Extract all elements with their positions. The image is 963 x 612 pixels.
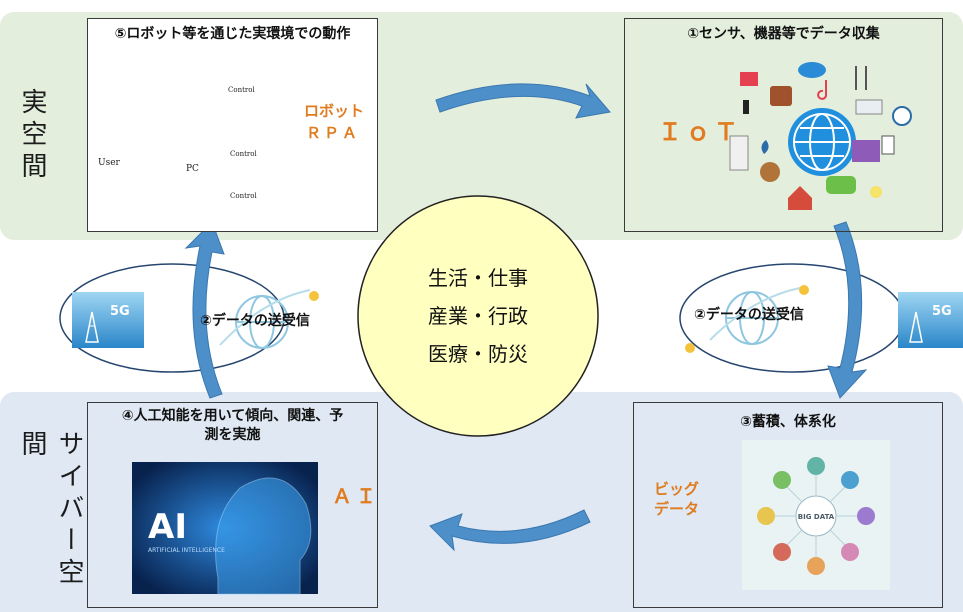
cyber-space-label: サイバー空間 bbox=[17, 430, 84, 590]
robot-label: ロボット bbox=[304, 102, 365, 120]
iot-label: ＩｏＴ bbox=[658, 118, 742, 146]
step5-box: ⑤ロボット等を通じた実環境での動作 bbox=[87, 18, 378, 232]
robot-user-label: User bbox=[98, 158, 120, 168]
ai-image-subtext: ARTIFICIAL INTELLIGENCE bbox=[148, 547, 225, 554]
right-5g-label: 5G bbox=[932, 304, 952, 319]
left-globe-icon bbox=[219, 289, 311, 349]
right-globe-icon bbox=[709, 287, 801, 345]
robot-control-label-2: Control bbox=[230, 150, 257, 158]
iot-illustration bbox=[729, 62, 912, 210]
left-signal-ellipse bbox=[59, 263, 285, 373]
robot-control-label-1: Control bbox=[228, 86, 255, 94]
ai-illustration: AI ARTIFICIAL INTELLIGENCE bbox=[132, 462, 318, 595]
left-5g-icon bbox=[72, 292, 144, 348]
step1-box: ①センサ、機器等でデータ収集 bbox=[624, 18, 943, 232]
center-line-1: 生活・仕事 bbox=[428, 266, 528, 290]
big-data-center-text: BIG DATA bbox=[798, 513, 835, 521]
left-5g-label: 5G bbox=[110, 304, 130, 319]
bigdata-label-line2: データ bbox=[654, 500, 700, 518]
center-line-3: 医療・防災 bbox=[428, 342, 528, 366]
arrow-right bbox=[827, 221, 868, 399]
arrow-bottom bbox=[429, 509, 591, 552]
big-data-illustration: BIG DATA bbox=[742, 440, 890, 590]
step5-title: ⑤ロボット等を通じた実環境での動作 bbox=[114, 26, 351, 42]
robot-pc-label: PC bbox=[186, 164, 199, 174]
right-5g-icon bbox=[898, 292, 963, 348]
step1-title: ①センサ、機器等でデータ収集 bbox=[687, 26, 880, 42]
center-circle bbox=[357, 195, 599, 437]
robot-control-label-3: Control bbox=[230, 192, 257, 200]
left-transmission-label: ②データの送受信 bbox=[200, 313, 310, 329]
step3-box: ③蓄積、体系化 bbox=[633, 402, 943, 608]
ai-image-text: AI bbox=[148, 507, 187, 547]
step4-title-line1: ④人工知能を用いて傾向、関連、予 bbox=[121, 408, 344, 424]
step4-title-line2: 測を実施 bbox=[204, 427, 261, 443]
step4-box: ④人工知能を用いて傾向、関連、予 測を実施 bbox=[87, 402, 378, 608]
rpa-label: ＲＰＡ bbox=[306, 124, 361, 142]
arrow-left bbox=[184, 221, 225, 399]
bigdata-label-line1: ビッグ bbox=[654, 480, 700, 498]
right-transmission-label: ②データの送受信 bbox=[694, 307, 804, 323]
ai-label: ＡＩ bbox=[332, 484, 380, 508]
step3-title: ③蓄積、体系化 bbox=[740, 414, 836, 430]
center-line-2: 産業・行政 bbox=[428, 304, 528, 328]
real-space-label: 実空間 bbox=[17, 88, 47, 184]
arrow-top bbox=[435, 83, 611, 119]
